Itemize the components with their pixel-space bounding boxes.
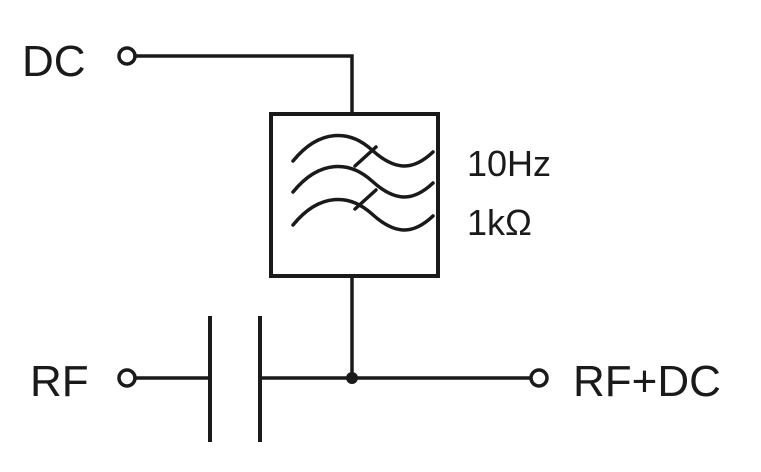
rf-input-label: RF xyxy=(30,357,89,406)
rf-dc-output-label: RF+DC xyxy=(573,357,721,406)
filter-frequency-label: 10Hz xyxy=(467,143,551,184)
junction-node xyxy=(346,372,358,384)
filter-strike-top xyxy=(353,145,378,168)
filter-wave-bottom xyxy=(291,197,435,232)
rf-input-terminal[interactable] xyxy=(117,368,137,388)
filter-resistance-label: 1kΩ xyxy=(467,202,532,243)
coupling-capacitor xyxy=(208,316,262,442)
dc-input-label: DC xyxy=(22,37,86,86)
filter-wave-icon xyxy=(291,133,435,232)
filter-wave-middle xyxy=(291,164,435,199)
rf-dc-output-terminal[interactable] xyxy=(529,368,549,388)
filter-strike-bottom xyxy=(353,188,378,211)
dc-input-terminal[interactable] xyxy=(117,46,137,66)
dc-wire xyxy=(133,54,354,116)
